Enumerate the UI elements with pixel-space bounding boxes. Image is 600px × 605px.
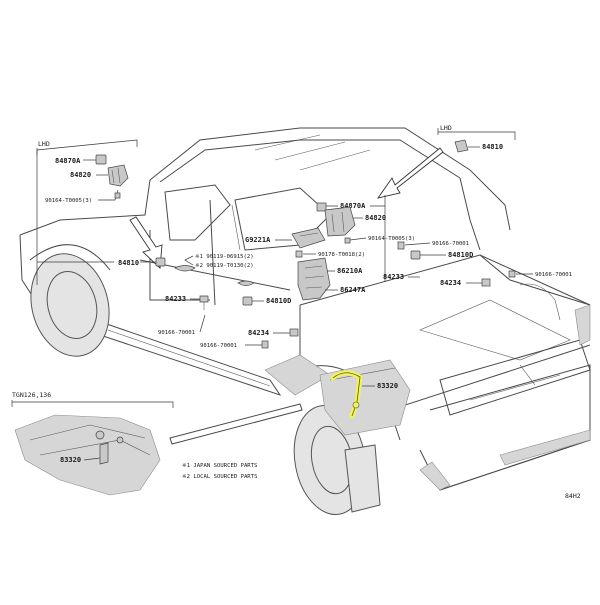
- arrow-left-door: [129, 216, 163, 269]
- label-90178: 90178-T0018(2): [318, 252, 365, 258]
- callout-83320-main: 83320: [362, 382, 398, 390]
- note-japan: ※1 JAPAN SOURCED PARTS: [182, 462, 257, 469]
- label-84870A-right: 84870A: [340, 202, 366, 210]
- label-90119-a: ※1 90119-06915(2): [195, 253, 254, 260]
- label-84233-right: 84233: [383, 273, 404, 281]
- lhd-right-group: LHD 84810: [437, 124, 516, 153]
- label-84234-left: 84234: [248, 329, 269, 337]
- truck-body: [19, 127, 591, 491]
- label-90164-right: 90164-T0005(3): [368, 236, 415, 242]
- label-84820-right: 84820: [365, 214, 386, 222]
- lhd-left-group: LHD 84870A 84820 90164-T0005(3) 84810: [36, 139, 166, 285]
- front-tire: [30, 253, 110, 357]
- label-G9221A: G9221A: [245, 236, 271, 244]
- label-90164-left: 90164-T0005(3): [45, 198, 92, 204]
- label-84810D-right: 84810D: [448, 251, 473, 259]
- fuel-tank-main: [319, 359, 411, 436]
- right-mid-group: 84870A 84820 90164-T0005(3) 90166-70001 …: [316, 195, 572, 287]
- diagram-code: 84H2: [565, 492, 581, 500]
- inset-title: TGN126,136: [12, 391, 51, 399]
- notes: ※1 JAPAN SOURCED PARTS ※2 LOCAL SOURCED …: [182, 462, 257, 480]
- label-86247A: 86247A: [340, 286, 366, 294]
- label-90166-mid: 90166-70001: [200, 343, 237, 349]
- label-90166-right-2: 90166-70001: [535, 272, 572, 278]
- label-84810D-left: 84810D: [266, 297, 291, 305]
- label-86210A: 86210A: [337, 267, 363, 275]
- arrow-right-roof: [376, 147, 444, 199]
- label-84233-left: 84233: [165, 295, 186, 303]
- label-90119-b: ※2 90119-T0130(2): [195, 262, 254, 269]
- inset-tgn: TGN126,136 83320: [11, 391, 174, 496]
- inset-fuel-tank: [14, 414, 161, 496]
- lhd-right-label: LHD: [440, 124, 452, 132]
- center-left-group: ※1 90119-06915(2) ※2 90119-T0130(2) 8423…: [158, 253, 299, 349]
- label-84234-right: 84234: [440, 279, 461, 287]
- highlighted-part-83320: [330, 370, 363, 419]
- label-83320-inset: 83320: [60, 456, 81, 464]
- center-upper-group: G9221A 90178-T0018(2) 86210A 86247A: [245, 227, 366, 301]
- label-84870A-left: 84870A: [55, 157, 81, 165]
- label-90166-left: 90166-70001: [158, 330, 195, 336]
- label-84820-left: 84820: [70, 171, 91, 179]
- note-local: ※2 LOCAL SOURCED PARTS: [182, 473, 257, 480]
- label-84810-right: 84810: [482, 143, 503, 151]
- label-83320-main: 83320: [377, 382, 398, 390]
- label-84810-left: 84810: [118, 259, 139, 267]
- label-90166-right-1: 90166-70001: [432, 241, 469, 247]
- lhd-left-label: LHD: [38, 140, 50, 148]
